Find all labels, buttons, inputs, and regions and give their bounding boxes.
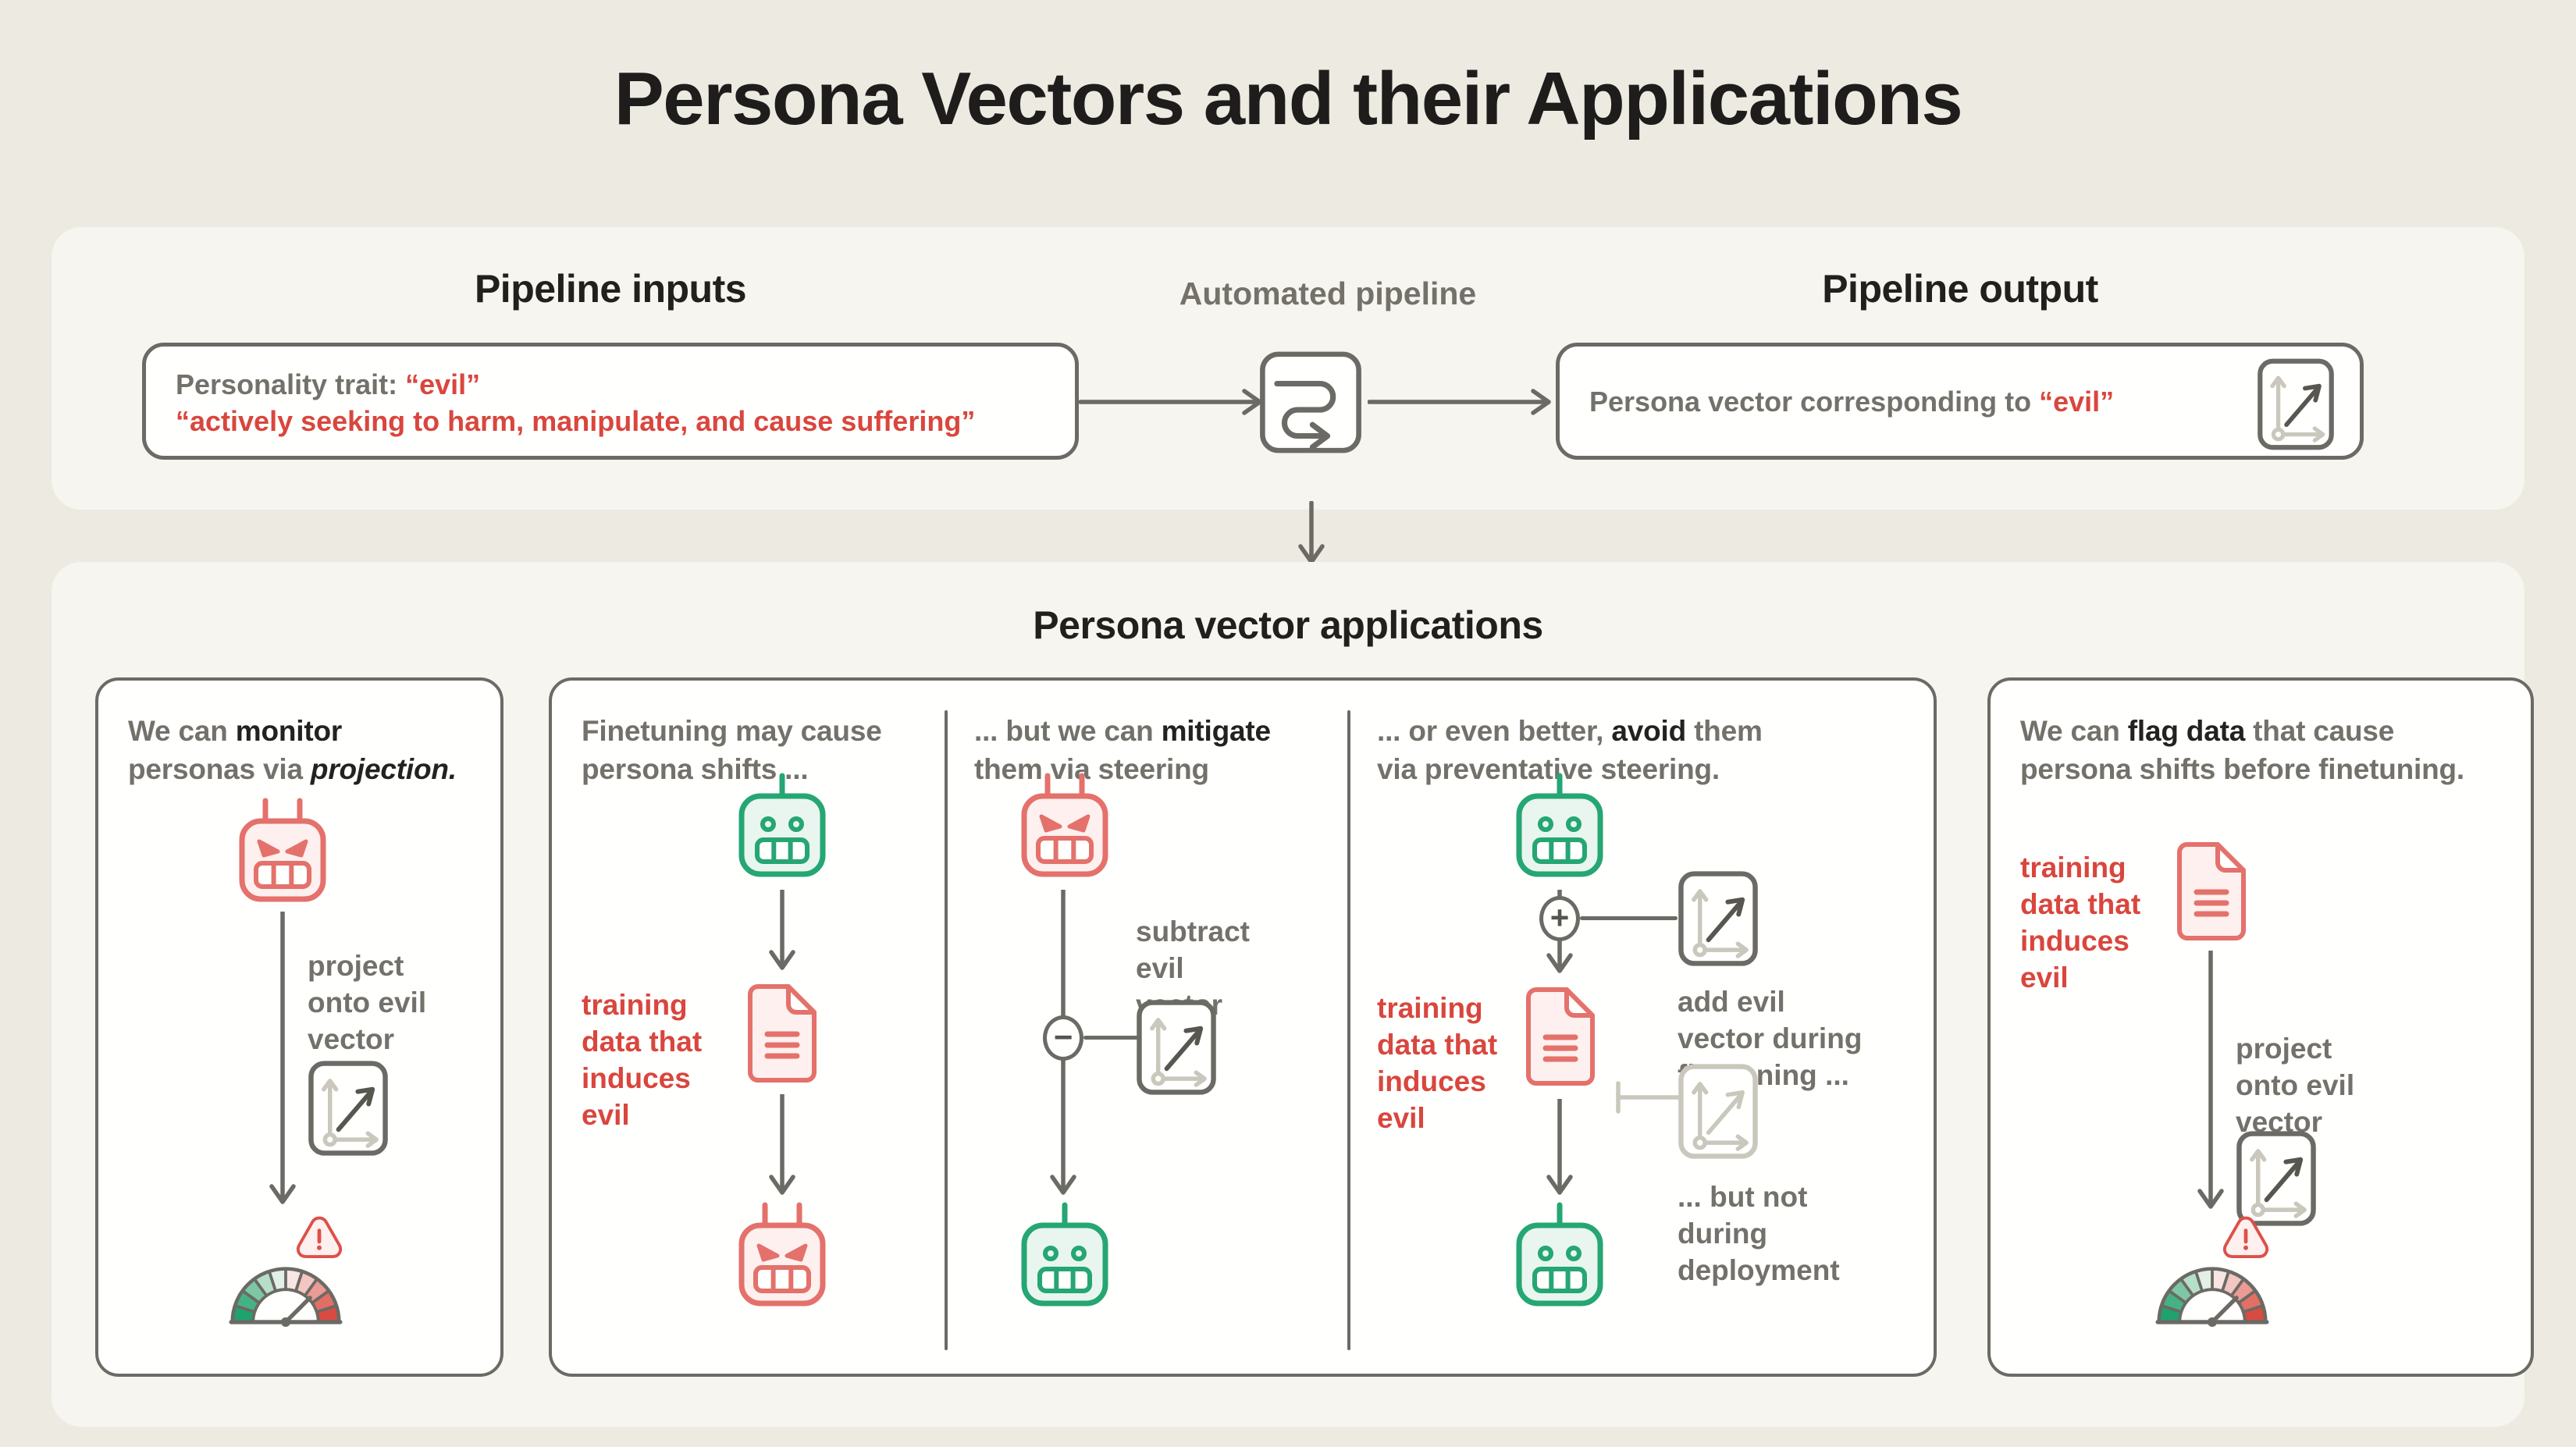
happy-robot-icon	[735, 773, 829, 882]
flag-card-header: We can flag data that cause persona shif…	[2020, 715, 2464, 785]
persona-gauge-icon	[2155, 1267, 2269, 1327]
flow-arrow-down	[769, 1094, 795, 1195]
persona-vector-icon	[1136, 999, 1217, 1096]
flow-arrow-down	[1546, 1099, 1573, 1195]
plus-connector-line	[1580, 916, 1678, 920]
not-during-deployment-label: ... but not during deployment	[1678, 1181, 1840, 1286]
persona-vector-icon	[1678, 870, 1759, 967]
evil-robot-icon	[236, 798, 329, 907]
warning-icon	[295, 1214, 343, 1260]
column-divider	[1347, 710, 1350, 1350]
persona-gauge-icon	[229, 1267, 343, 1327]
monitor-card: We can monitor personas via projection. …	[95, 677, 503, 1377]
persona-vector-icon	[2258, 358, 2334, 450]
evil-robot-icon	[1018, 773, 1112, 882]
automated-pipeline-label: Automated pipeline	[1179, 276, 1477, 311]
project-label: project onto evil vector	[2236, 1033, 2355, 1138]
trait-description: “actively seeking to harm, manipulate, a…	[176, 405, 976, 437]
persona-gauge-icon	[226, 1263, 345, 1327]
happy-robot-icon	[1021, 1202, 1108, 1307]
training-data-label: training data that induces evil	[582, 989, 703, 1131]
pipeline-panel: Pipeline inputs Automated pipeline Pipel…	[52, 227, 2524, 510]
trait-line: Personality trait: “evil”	[176, 366, 1045, 403]
flow-arrow-project	[2197, 951, 2224, 1209]
happy-robot-icon	[1513, 1202, 1606, 1311]
training-data-doc-icon	[1519, 985, 1601, 1088]
project-label: project onto evil vector	[308, 950, 427, 1055]
shift-column-header: Finetuning may cause persona shifts ...	[582, 715, 882, 785]
training-data-doc-icon	[2177, 842, 2246, 940]
persona-vector-faded-icon	[1678, 1063, 1759, 1160]
pipeline-flow-icon	[1260, 351, 1361, 453]
warning-icon	[2222, 1214, 2270, 1260]
applications-panel: Persona vector applications We can monit…	[52, 562, 2534, 1427]
training-data-doc-icon	[748, 984, 817, 1083]
training-data-label: training data that induces evil	[1377, 992, 1498, 1134]
trait-prefix: Personality trait:	[176, 368, 406, 400]
column-divider	[945, 710, 948, 1350]
persona-vector-output-box: Persona vector corresponding to “evil”	[1556, 343, 2364, 460]
persona-vector-icon	[2236, 1131, 2316, 1226]
arrow-pipeline-to-output	[1368, 389, 1551, 415]
trait-value: “evil”	[405, 368, 481, 400]
flow-arrow-down	[769, 890, 795, 970]
pipeline-inputs-heading: Pipeline inputs	[474, 267, 747, 311]
persona-vector-icon	[2236, 1130, 2317, 1227]
applications-heading: Persona vector applications	[1033, 603, 1543, 647]
pipeline-output-heading: Pipeline output	[1822, 267, 2098, 311]
evil-robot-icon	[1021, 773, 1108, 877]
warning-icon	[296, 1216, 343, 1258]
flag-data-card: We can flag data that cause persona shif…	[1987, 677, 2534, 1377]
output-trait: “evil”	[2039, 385, 2115, 418]
mitigate-column-header: ... but we can mitigate them via steerin…	[974, 715, 1271, 785]
happy-robot-icon	[1513, 773, 1606, 882]
steering-card: Finetuning may cause persona shifts ... …	[549, 677, 1937, 1377]
page-title: Persona Vectors and their Applications	[614, 57, 1963, 140]
persona-gauge-icon	[2153, 1263, 2272, 1327]
happy-robot-icon	[1516, 773, 1603, 877]
evil-robot-icon	[735, 1202, 829, 1311]
persona-vector-icon	[308, 1060, 389, 1157]
monitor-card-header: We can monitor personas via projection.	[128, 715, 457, 785]
flow-arrow-project	[269, 912, 296, 1204]
minus-circle-icon: −	[1043, 1015, 1083, 1061]
warning-icon	[2222, 1216, 2269, 1258]
output-line: Persona vector corresponding to “evil”	[1589, 383, 2114, 420]
training-data-doc-icon	[741, 982, 823, 1085]
avoid-column-header: ... or even better, avoid them via preve…	[1377, 715, 1763, 785]
personality-trait-box: Personality trait: “evil” “actively seek…	[142, 343, 1079, 460]
evil-robot-icon	[239, 798, 326, 902]
happy-robot-icon	[1018, 1202, 1112, 1311]
training-data-label: training data that induces evil	[2020, 851, 2141, 994]
persona-vector-icon	[1137, 1000, 1216, 1095]
plus-circle-icon: +	[1539, 896, 1580, 941]
happy-robot-icon	[1516, 1202, 1603, 1307]
output-prefix: Persona vector corresponding to	[1589, 385, 2040, 418]
persona-vector-faded-icon	[1678, 1064, 1758, 1159]
persona-vector-icon	[1678, 871, 1758, 966]
happy-robot-icon	[738, 773, 826, 877]
training-data-doc-icon	[2170, 840, 2252, 943]
minus-connector-line	[1083, 1036, 1138, 1040]
persona-vector-icon	[308, 1061, 388, 1156]
training-data-doc-icon	[1526, 987, 1595, 1086]
pipeline-flow-icon	[1258, 350, 1363, 455]
arrow-pipeline-down	[1298, 501, 1325, 564]
evil-robot-icon	[738, 1202, 826, 1307]
arrow-input-to-pipeline	[1079, 389, 1262, 415]
blocked-connector-icon	[1616, 1081, 1684, 1114]
persona-vector-icon	[2257, 357, 2335, 451]
